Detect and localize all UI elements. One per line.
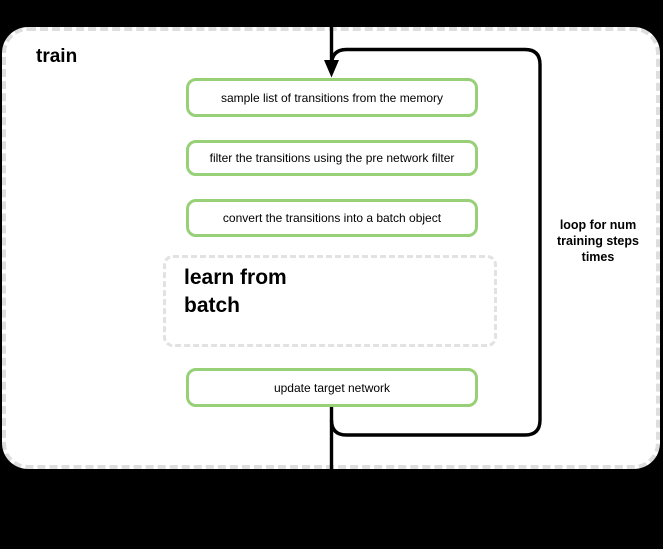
step-sample-transitions-label: sample list of transitions from the memo…	[220, 90, 444, 105]
step-convert-to-batch: convert the transitions into a batch obj…	[186, 199, 478, 237]
step-convert-to-batch-label: convert the transitions into a batch obj…	[222, 211, 442, 225]
learn-from-batch-label: learn from batch	[184, 266, 287, 317]
step-filter-transitions: filter the transitions using the pre net…	[186, 140, 478, 176]
step-filter-transitions-label: filter the transitions using the pre net…	[209, 151, 455, 165]
step-update-target-network: update target network	[186, 368, 478, 407]
loop-annotation: loop for num training steps times	[557, 218, 639, 264]
step-update-target-network-label: update target network	[273, 380, 391, 395]
step-sample-transitions: sample list of transitions from the memo…	[186, 78, 478, 117]
train-title: train	[36, 46, 78, 67]
learn-from-batch-group: learn from batch	[163, 255, 497, 347]
